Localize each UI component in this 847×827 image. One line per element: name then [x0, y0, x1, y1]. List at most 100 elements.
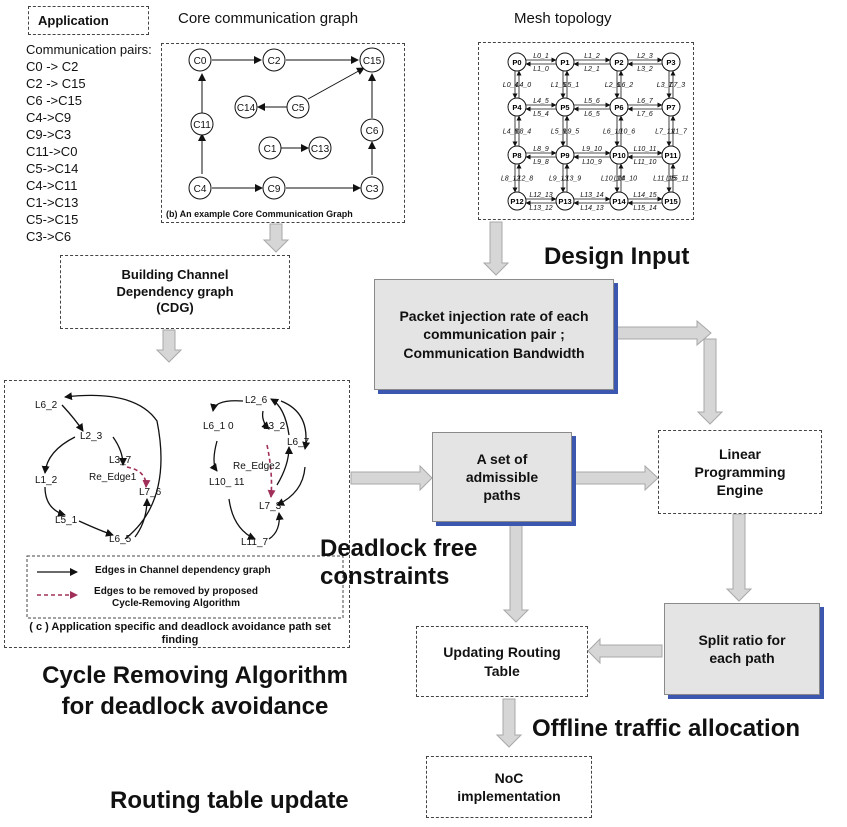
core-node: C3	[366, 184, 379, 195]
cdg-legend	[26, 555, 344, 619]
building-cdg-text: Building Channel Dependency graph (CDG)	[116, 266, 234, 316]
mesh-node-label: P6	[614, 103, 623, 112]
mesh-link-label: L11_10	[634, 159, 657, 166]
mesh-node-label: P5	[560, 103, 569, 112]
mesh-link-label: L5_4	[533, 111, 549, 118]
core-node: C5	[292, 103, 305, 114]
mesh-link-label: L14_13	[580, 205, 603, 212]
cdg-node: L7_6	[139, 487, 162, 498]
mesh-link-label: L4_8	[503, 129, 519, 136]
core-graph-panel: C0 C2 C15 C14 C5 C11 C6 C1 C13 C4 C9 C3 …	[161, 43, 405, 223]
cdg-panel: L6_2 L2_3 L3_7 L1_2 L7_6 L5_1 L6_5 Re_Ed…	[4, 380, 350, 648]
mesh-node-label: P15	[664, 197, 677, 206]
mesh-link-label: L7_6	[637, 111, 653, 118]
cdg-node: L6_5	[109, 534, 132, 545]
mesh-link-label: L10_9	[582, 159, 602, 166]
mesh-link-label: L9_8	[533, 159, 549, 166]
admissible-paths-text: A set of admissible paths	[465, 450, 539, 504]
mesh-node	[661, 145, 681, 165]
mesh-node-label: P9	[560, 151, 569, 160]
mesh-link-label: L4_0	[516, 82, 532, 89]
split-ratio-text: Split ratio for each path	[698, 631, 786, 666]
packet-injection-text: Packet injection rate of each communicat…	[399, 308, 589, 361]
mesh-node	[661, 191, 681, 211]
core-node: C0	[194, 56, 207, 67]
cdg-node: L6_7	[287, 437, 310, 448]
mesh-node	[555, 191, 575, 211]
noc-implementation-box: NoC implementation	[426, 756, 592, 818]
mesh-node	[507, 145, 527, 165]
mesh-link-label: L8_12	[501, 176, 521, 183]
mesh-link-label: L13_9	[562, 176, 582, 183]
mesh-node	[661, 52, 681, 72]
mesh-node	[661, 97, 681, 117]
mesh-node	[507, 52, 527, 72]
cdg-node: L6_1 0	[203, 421, 234, 432]
cdg-node: L7_3	[259, 501, 282, 512]
mesh-link-label: L12_8	[514, 176, 534, 183]
mesh-link-label: L12_13	[529, 192, 552, 199]
legend-solid-label: Edges in Channel dependency graph	[95, 565, 271, 576]
mesh-node-label: P10	[612, 151, 625, 160]
mesh-node-label: P1	[560, 58, 569, 67]
mesh-link-label: L9_13	[549, 176, 569, 183]
mesh-node-label: P0	[512, 58, 521, 67]
mesh-link-label: L1_5	[551, 82, 567, 89]
mesh-link-label: L10_6	[616, 129, 636, 136]
noc-implementation-text: NoC implementation	[457, 769, 561, 804]
mesh-node	[555, 52, 575, 72]
mesh-node-label: P2	[614, 58, 623, 67]
legend-dashed-label: Edges to be removed by proposed Cycle-Re…	[94, 586, 258, 609]
application-box: Application	[28, 6, 149, 35]
mesh-link-label: L2_3	[637, 53, 653, 60]
mesh-node-label: P3	[666, 58, 675, 67]
mesh-link-label: L9_5	[564, 129, 580, 136]
mesh-link-label: L0_1	[533, 53, 549, 60]
communication-pair: C5->C14	[26, 161, 79, 176]
cdg-node: L3_2	[263, 421, 286, 432]
communication-pair: C0 -> C2	[26, 59, 79, 74]
deadlock-free-label: Deadlock free constraints	[320, 535, 478, 590]
core-node: C2	[268, 56, 281, 67]
communication-pair: C3->C6	[26, 229, 72, 244]
mesh-link-label: L14_15	[633, 192, 656, 199]
mesh-link-label: L15_11	[666, 176, 689, 183]
mesh-link-label: L4_5	[533, 98, 549, 105]
mesh-link-label: L6_7	[637, 98, 654, 105]
core-graph-title: Core communication graph	[178, 10, 359, 27]
communication-pair: C5->C15	[26, 212, 79, 227]
mesh-link-label: L13_14	[580, 192, 603, 199]
mesh-node	[609, 145, 629, 165]
mesh-link-label: L15_14	[633, 205, 656, 212]
building-cdg-box: Building Channel Dependency graph (CDG)	[60, 255, 290, 329]
mesh-link-label: L5_1	[564, 82, 580, 89]
mesh-link-label: L11_7	[668, 129, 688, 136]
mesh-node-label: P7	[666, 103, 675, 112]
core-node: C9	[268, 184, 281, 195]
cdg-node: L1_2	[35, 475, 58, 486]
routing-table-box: Updating Routing Table	[416, 626, 588, 697]
communication-pair: C2 -> C15	[26, 76, 86, 91]
lp-engine-box: Linear Programming Engine	[658, 430, 822, 514]
lp-engine-text: Linear Programming Engine	[694, 445, 786, 499]
mesh-link-label: L8_4	[516, 129, 532, 136]
mesh-node	[609, 52, 629, 72]
cdg-node: L2_6	[245, 395, 268, 406]
application-title: Application	[38, 13, 109, 28]
mesh-link-label: L7_3	[670, 82, 686, 89]
core-node: C13	[311, 144, 330, 155]
mesh-node	[555, 145, 575, 165]
core-node: C11	[193, 120, 211, 131]
mesh-link-label: L1_2	[584, 53, 600, 60]
mesh-link-label: L6_10	[603, 129, 623, 136]
routing-table-text: Updating Routing Table	[443, 644, 561, 679]
offline-allocation-label: Offline traffic allocation	[532, 715, 801, 742]
mesh-link-label: L11_15	[653, 176, 676, 183]
communication-pair: C9->C3	[26, 127, 72, 142]
mesh-link-label: L3_7	[657, 82, 674, 89]
mesh-link-label: L10_11	[634, 146, 657, 153]
core-graph-caption: (b) An example Core Communication Graph	[166, 209, 353, 219]
mesh-node-label: P14	[612, 197, 626, 206]
